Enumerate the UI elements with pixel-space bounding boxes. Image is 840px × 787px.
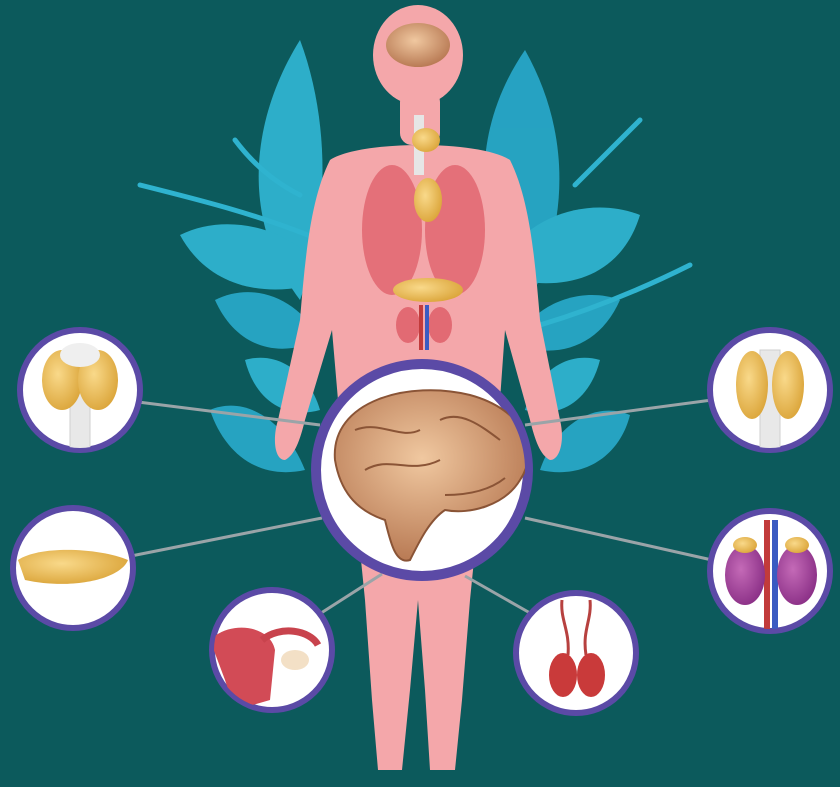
kidney-mini-right-icon — [428, 307, 452, 343]
gland-circle-brain — [316, 364, 528, 576]
gland-circle-adrenal — [710, 511, 830, 631]
pancreas-mini-icon — [393, 278, 463, 302]
left-lung-icon — [362, 165, 422, 295]
kidney-mini-left-icon — [396, 307, 420, 343]
gland-circle-parathyroid — [710, 330, 830, 450]
thyroid-mini-icon — [412, 128, 440, 152]
gland-circle-testes — [516, 593, 636, 713]
brain-mini-icon — [386, 23, 450, 67]
thymus-mini-icon — [414, 178, 442, 222]
gland-circle-thyroid — [20, 330, 140, 450]
gland-circle-ovaries — [210, 590, 332, 710]
gland-circle-pancreas — [13, 508, 133, 628]
